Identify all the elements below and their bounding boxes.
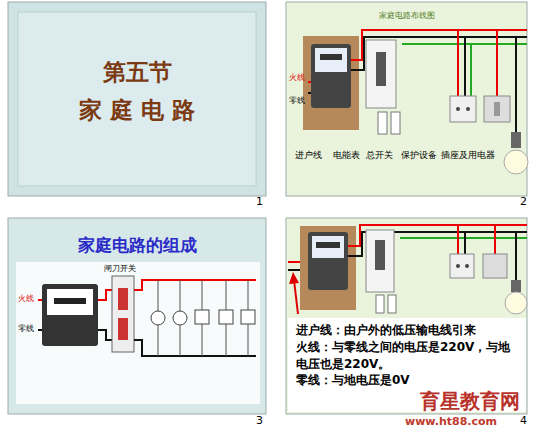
lamp-holder <box>511 280 521 292</box>
slide-ground <box>8 218 266 414</box>
fuse <box>118 288 128 310</box>
fuse <box>118 318 128 340</box>
page-number: 4 <box>520 415 527 428</box>
slide-title: 家 庭 电 路 <box>8 94 266 126</box>
part-label: 插座及用电器 <box>441 150 495 160</box>
live-drop <box>494 225 496 254</box>
slide-ground <box>286 218 527 414</box>
fuse <box>388 295 396 313</box>
slide-title: 家庭电路的组成 <box>8 234 266 258</box>
pointer-arrow <box>294 280 298 314</box>
wire-label: 火线 <box>18 294 34 303</box>
fuse <box>391 112 400 134</box>
slide-ground <box>286 2 527 196</box>
composition-slide: 家庭电路的组成 <box>8 218 266 414</box>
switch-handle <box>376 52 386 86</box>
wire-label: 火线 <box>289 73 305 82</box>
neutral-wire <box>288 269 300 271</box>
meter-face <box>312 236 344 258</box>
part-label: 总开关 <box>366 150 393 160</box>
light-switch <box>483 254 507 278</box>
wire-label: 零线 <box>289 96 305 105</box>
energy-meter <box>42 284 98 346</box>
live-bus <box>134 280 256 290</box>
live-wire <box>288 261 300 263</box>
fuse <box>378 112 387 134</box>
fuse <box>376 295 384 313</box>
live-drop <box>496 30 498 96</box>
part-label: 电能表 <box>333 150 360 160</box>
meter-board <box>303 36 359 130</box>
slide-2-art <box>286 2 528 196</box>
watermark: 育星教育网 <box>420 390 520 413</box>
socket-hole <box>466 107 470 111</box>
energy-meter <box>311 44 351 108</box>
light-bulb <box>505 292 527 314</box>
arrow-head <box>289 272 299 284</box>
live-drop <box>457 30 459 96</box>
light-switch <box>484 96 510 122</box>
page-number: 3 <box>256 415 263 428</box>
lamp-cord <box>515 232 517 282</box>
light-bulb <box>504 150 528 174</box>
slide-3-art <box>8 218 266 414</box>
page-number: 2 <box>520 196 527 209</box>
slide-1-art <box>8 2 266 196</box>
neutral-bus <box>134 340 256 356</box>
page-number: 1 <box>256 196 263 209</box>
switch-handle <box>375 240 385 270</box>
energy-meter <box>308 232 348 290</box>
title-slide: 第五节家 庭 电 路 <box>8 2 266 196</box>
diagram-panel <box>16 262 260 404</box>
live-drop <box>457 225 459 254</box>
explanation-line: 火线：与零线之间的电压是220V，与地电压也是220V。 <box>296 339 518 373</box>
part-label: 进户线 <box>295 150 322 160</box>
part-label: 保护设备 <box>401 150 437 160</box>
meter-digits <box>316 242 340 248</box>
lamp-holder <box>511 132 521 148</box>
socket-hole <box>456 264 460 268</box>
earth-drop <box>470 44 472 96</box>
meter-face <box>47 289 93 315</box>
meter-face <box>315 48 347 72</box>
main-switch <box>366 230 394 292</box>
slide-title: 家庭电路布线图 <box>286 10 527 21</box>
socket-symbol <box>195 310 209 324</box>
earth-wire <box>400 237 527 239</box>
live-wire <box>38 299 42 301</box>
socket-hole <box>465 264 469 268</box>
wiring-slide: 家庭电路布线图 <box>286 2 527 196</box>
explanation-line: 进户线：由户外的低压输电线引来 <box>296 322 518 339</box>
main-switch <box>366 40 396 108</box>
neutral-drop <box>464 37 466 96</box>
socket <box>450 254 474 278</box>
neutral-wire <box>308 92 311 94</box>
slide-title: 第五节 <box>8 56 266 88</box>
part-label: 闸刀开关 <box>104 264 136 273</box>
socket-symbol <box>241 310 255 324</box>
lamp-symbol <box>151 311 165 325</box>
switch-rocker <box>494 102 500 116</box>
explanation-line: 零线：与地电压是0V <box>296 372 518 389</box>
lamp-cord <box>515 37 517 132</box>
live-wire <box>308 81 311 83</box>
meter-digits <box>54 298 86 304</box>
knife-switch <box>112 276 134 352</box>
watermark-url: www.ht88.com <box>405 416 497 429</box>
socket <box>450 96 476 122</box>
neutral-wire <box>98 330 112 340</box>
socket-symbol <box>219 310 233 324</box>
wire-label: 零线 <box>18 324 34 333</box>
socket-hole <box>456 107 460 111</box>
slide-4-art <box>286 218 527 414</box>
neutral-drop <box>464 232 466 254</box>
live-wire <box>98 290 112 300</box>
slide-ground <box>8 2 266 196</box>
meter-board <box>300 226 356 310</box>
neutral-wire <box>38 329 42 331</box>
lamp-symbol <box>173 311 187 325</box>
meter-digits <box>320 54 342 60</box>
